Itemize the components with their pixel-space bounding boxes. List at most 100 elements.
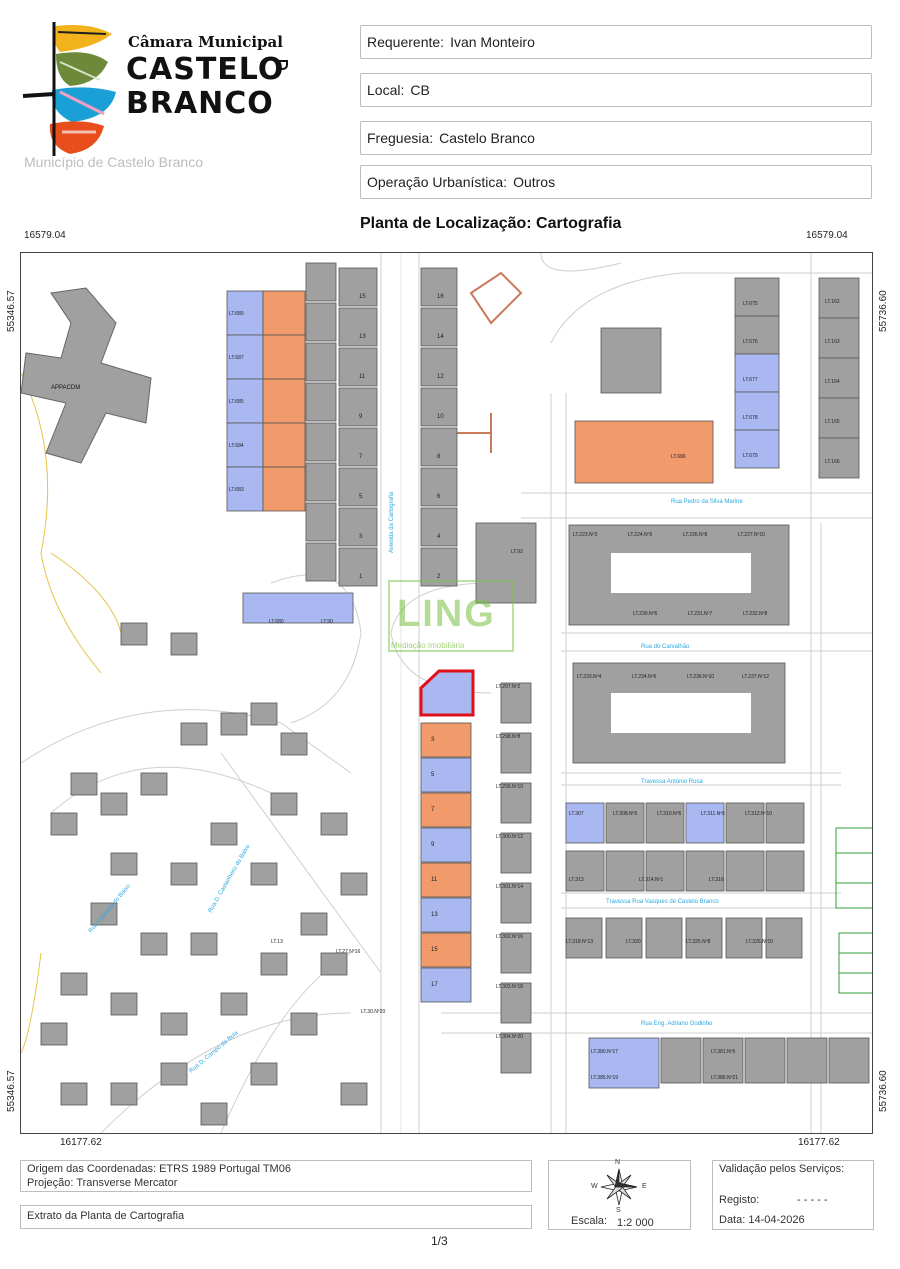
freguesia-field: Freguesia:Castelo Branco <box>360 121 872 155</box>
house <box>200 1102 228 1126</box>
building-block <box>565 917 603 959</box>
lot <box>645 802 685 844</box>
compass-s: S <box>616 1207 621 1214</box>
lot <box>420 932 472 968</box>
house <box>90 902 118 926</box>
scale-label: Escala: <box>571 1215 608 1227</box>
house <box>140 772 168 796</box>
coord-left-top: 55346.57 <box>6 290 17 332</box>
compass-n: N <box>615 1159 621 1166</box>
lot-label: LT.686 <box>671 454 686 460</box>
building-block <box>338 347 378 387</box>
lot-label: LT.684 <box>229 443 244 449</box>
lot <box>420 757 472 793</box>
lot-orange <box>262 334 306 380</box>
lot-label: LT.297.Nº2 <box>496 684 520 690</box>
lot-label: LT.300.Nº12 <box>496 834 523 840</box>
compass-w: W <box>591 1183 598 1190</box>
lot <box>734 429 780 469</box>
date-text: Data: 14-04-2026 <box>719 1214 805 1226</box>
house <box>220 712 248 736</box>
org-line1: Câmara Municipal <box>128 33 283 51</box>
lot-label: LT.318.Nº13 <box>566 939 593 945</box>
lot-label: LT.301.Nº14 <box>496 884 523 890</box>
lot-orange <box>262 466 306 512</box>
registo-label: Registo: <box>719 1194 760 1206</box>
building-number: 9 <box>359 414 363 420</box>
building-number: 1 <box>359 574 363 580</box>
building-block <box>786 1037 828 1084</box>
requerente-label: Requerente: <box>367 34 445 50</box>
lot-label: LT.223.Nº3 <box>573 532 597 538</box>
house <box>170 862 198 886</box>
compass-e: E <box>642 1183 647 1190</box>
building-block <box>645 917 683 959</box>
coord-left-bottom: 55346.57 <box>6 1070 17 1112</box>
lot-blue <box>226 290 264 336</box>
lot <box>565 802 605 844</box>
lot-label: LT.313 <box>569 877 584 883</box>
building-number: 12 <box>437 374 444 380</box>
org-line3: BRANCO <box>126 86 274 121</box>
org-line2: CASTELO <box>126 52 285 87</box>
house <box>110 852 138 876</box>
building-block <box>744 1037 786 1084</box>
lot-label: LT.316 <box>709 877 724 883</box>
logo-small-icon <box>278 60 288 70</box>
house <box>270 792 298 816</box>
lot-orange <box>262 290 306 336</box>
lot-number: 5 <box>431 772 435 778</box>
lot-label: LT.224.Nº5 <box>628 532 652 538</box>
lot <box>685 802 725 844</box>
lot <box>420 722 472 758</box>
building-block <box>500 882 532 924</box>
lot-number: 13 <box>431 912 438 918</box>
lot-blue <box>226 466 264 512</box>
house <box>340 872 368 896</box>
building-block <box>702 1037 744 1084</box>
operacao-value: Outros <box>513 174 556 190</box>
lot-label: LT.234.Nº6 <box>632 674 656 680</box>
building-block <box>818 277 860 319</box>
building-block <box>725 917 763 959</box>
house <box>170 632 198 656</box>
coord-right-bottom: 55736.60 <box>878 1070 889 1112</box>
municipality-subtitle: Município de Castelo Branco <box>24 154 203 170</box>
lot-label: LT.385.Nº19 <box>591 1075 618 1081</box>
lot-number: 15 <box>431 947 438 953</box>
lot-label: LT.162 <box>825 299 840 305</box>
lot-label: LT.298.Nº8 <box>496 734 520 740</box>
street-label: Rua D. Castanheiro do Baixo <box>208 843 252 914</box>
building-block <box>500 1032 532 1074</box>
building-block <box>500 832 532 874</box>
house <box>120 622 148 646</box>
origin-box: Origem das Coordenadas: ETRS 1989 Portug… <box>20 1160 532 1192</box>
house <box>340 1082 368 1106</box>
lot-label: LT.164 <box>825 379 840 385</box>
scale-value: 1:2 000 <box>617 1217 654 1229</box>
lot-label: LT.303.Nº18 <box>496 984 523 990</box>
lot-label: LT.233.Nº4 <box>577 674 601 680</box>
lot-label: LT.166 <box>825 459 840 465</box>
lot-label: LT.680 <box>269 619 284 625</box>
house <box>250 1062 278 1086</box>
logo <box>20 22 130 157</box>
house <box>220 992 248 1016</box>
lot-orange <box>574 420 714 484</box>
lot-label: LT.678 <box>743 415 758 421</box>
validation-box: Validação pelos Serviços: Registo: - - -… <box>712 1160 874 1230</box>
lot-label: LT.307 <box>569 811 584 817</box>
lot <box>685 850 725 892</box>
house <box>320 952 348 976</box>
coord-top-left: 16579.04 <box>24 230 66 241</box>
building-block <box>305 342 337 382</box>
lot <box>725 802 765 844</box>
street-label: Avenida da Cartografia <box>389 491 395 553</box>
building-block <box>420 547 458 587</box>
lot-label: LT.165 <box>825 419 840 425</box>
lot-number: 3 <box>431 737 435 743</box>
origin-text: Origem das Coordenadas: ETRS 1989 Portug… <box>27 1163 291 1175</box>
lot-number: 9 <box>431 842 435 848</box>
house <box>40 1022 68 1046</box>
